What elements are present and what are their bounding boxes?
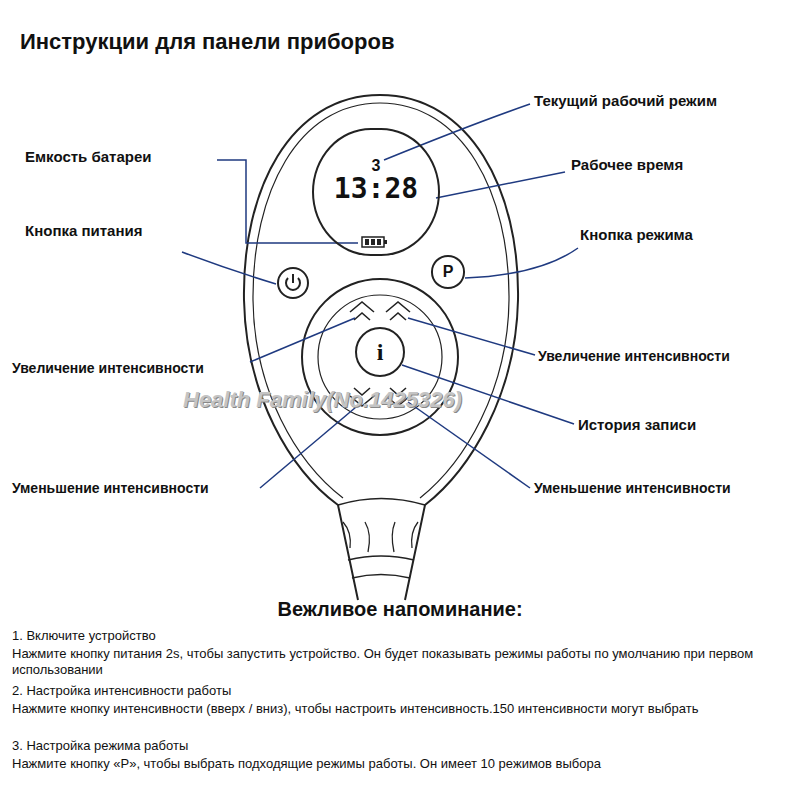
mode-number: 3	[372, 157, 381, 175]
power-button	[278, 268, 308, 298]
callout-label: Увеличение интенсивности	[12, 360, 204, 378]
callout-label: Кнопка режима	[580, 226, 693, 245]
watermark: Health Family(No.1425326)	[183, 386, 462, 414]
callout-label: Кнопка питания	[25, 222, 142, 241]
callout-label: Увеличение интенсивности	[538, 348, 730, 366]
title: Инструкции для панели приборов	[20, 28, 394, 56]
device-body	[244, 95, 518, 600]
battery-icon	[362, 237, 387, 247]
button-letter: i	[377, 339, 384, 365]
callout-label: Рабочее время	[571, 156, 683, 175]
leader-lines	[182, 104, 578, 488]
time-display: 13:28	[334, 174, 418, 205]
button-letter: P	[443, 263, 454, 281]
callout-label: Уменьшение интенсивности	[12, 480, 209, 498]
instruction-text: Нажмите кнопку питания 2s, чтобы запусти…	[12, 646, 788, 679]
lcd-screen: 313:28	[312, 128, 440, 256]
instruction-text: Нажмите кнопку «P», чтобы выбрать подход…	[12, 756, 788, 772]
callout-label: Уменьшение интенсивности	[534, 480, 731, 498]
instruction-text: Нажмите кнопку интенсивности (вверх / вн…	[12, 701, 788, 717]
record-button: i	[355, 327, 405, 377]
instruction-step: 3. Настройка режима работы	[12, 738, 788, 754]
mode-button: P	[431, 255, 466, 289]
instruction-step: 1. Включите устройство	[12, 628, 788, 644]
instruction-step: 2. Настройка интенсивности работы	[12, 683, 788, 699]
callout-label: Емкость батареи	[25, 148, 151, 167]
callout-label: История записи	[578, 416, 696, 435]
callout-label: Текущий рабочий режим	[534, 92, 717, 111]
reminder-heading: Вежливое напоминание:	[0, 597, 800, 622]
